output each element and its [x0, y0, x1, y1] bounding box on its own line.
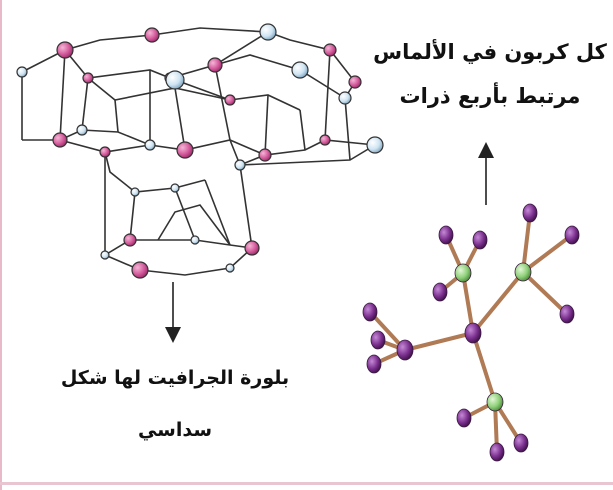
graphite-atom-pink: [258, 148, 272, 162]
graphite-bond: [104, 247, 253, 276]
diamond-caption-line1: كل كربون في الألماس: [373, 40, 607, 64]
diamond-bond: [471, 331, 497, 404]
graphite-bond: [174, 187, 196, 241]
graphite-atom-pink: [56, 41, 74, 59]
graphite-bond: [64, 31, 269, 79]
diamond-atom-purple: [522, 203, 538, 223]
graphite-bond: [81, 77, 89, 131]
diamond-bond: [521, 270, 569, 316]
diamond-atom-purple: [513, 433, 529, 453]
graphite-atom-blue: [234, 159, 246, 171]
graphite-atom-pink: [52, 132, 68, 148]
graphite-bond: [239, 164, 253, 249]
graphite-bond: [324, 49, 331, 141]
graphite-bond: [344, 97, 351, 161]
graphite-bond: [214, 64, 231, 141]
diamond-atom-purple: [438, 225, 454, 245]
graphite-atom-pink: [319, 134, 331, 146]
graphite-atom-pink: [244, 240, 260, 256]
graphite-atom-pink: [82, 72, 94, 84]
graphite-bond: [59, 49, 66, 141]
graphite-atom-blue: [76, 124, 88, 136]
diamond-atom-green: [454, 263, 472, 283]
diamond-atom-purple: [396, 339, 414, 361]
graphite-atom-blue: [144, 139, 156, 151]
graphite-bond: [174, 87, 186, 151]
graphite-bond: [264, 94, 269, 156]
diamond-atom-purple: [564, 225, 580, 245]
diamond-atom-purple: [370, 330, 386, 350]
diamond-atom-purple: [362, 302, 378, 322]
graphite-atom-blue: [291, 61, 309, 79]
graphite-atom-pink: [144, 27, 160, 43]
graphite-atom-blue: [338, 91, 352, 105]
graphite-atom-blue: [130, 187, 140, 197]
graphite-caption-line1: بلورة الجرافيت لها شكل: [60, 367, 290, 389]
diamond-bond: [521, 233, 574, 274]
graphite-atom-blue: [190, 235, 200, 245]
graphite-bond: [104, 151, 206, 193]
diamond-atom-purple: [456, 408, 472, 428]
graphite-atom-pink: [123, 233, 137, 247]
graphite-bond: [157, 204, 231, 246]
diamond-bond: [471, 270, 525, 335]
graphite-atom-blue: [366, 136, 384, 154]
diamond-atom-green: [486, 392, 504, 412]
graphite-bond: [204, 179, 231, 246]
graphite-atom-blue: [225, 263, 235, 273]
graphite-bond: [59, 129, 376, 156]
left-border: [0, 0, 2, 490]
diamond-bond: [521, 211, 532, 274]
graphite-atom-pink: [207, 57, 223, 73]
diamond-caption-line2: مرتبط بأربع ذرات: [399, 84, 581, 108]
diamond-atom-purple: [559, 304, 575, 324]
graphite-bond: [214, 54, 346, 99]
graphite-atom-blue: [259, 23, 277, 41]
diamond-atom-purple: [366, 354, 382, 374]
graphite-atom-blue: [165, 70, 185, 90]
diamond-atom-purple: [472, 230, 488, 250]
graphite-bond: [21, 27, 356, 99]
diamond-caption: كل كربون في الألماس مرتبط بأربع ذرات: [370, 30, 610, 118]
diamond-atoms: [362, 203, 580, 462]
diamond-bond: [403, 331, 475, 352]
graphite-bond: [299, 109, 306, 151]
graphite-atom-blue: [100, 250, 110, 260]
graphite-atom-blue: [16, 66, 28, 78]
graphite-atom-pink: [224, 94, 236, 106]
diamond-atom-purple: [464, 322, 482, 344]
graphite-atom-pink: [323, 43, 337, 57]
graphite-atom-pink: [99, 146, 111, 158]
graphite-bond: [114, 99, 119, 133]
diamond-atom-purple: [432, 282, 448, 302]
graphite-caption: بلورة الجرافيت لها شكل سداسي: [20, 352, 330, 456]
diamond-atom-purple: [489, 442, 505, 462]
bottom-border: [0, 482, 613, 485]
graphite-atoms: [16, 23, 384, 279]
graphite-atom-pink: [131, 261, 149, 279]
graphite-caption-line2: سداسي: [137, 419, 213, 441]
graphite-atom-pink: [348, 75, 362, 89]
graphite-bond: [129, 191, 136, 241]
graphite-lattice: [21, 27, 376, 276]
graphite-bond: [87, 77, 301, 111]
diamond-atom-green: [514, 262, 532, 282]
graphite-atom-pink: [176, 141, 194, 159]
graphite-atom-blue: [170, 183, 180, 193]
